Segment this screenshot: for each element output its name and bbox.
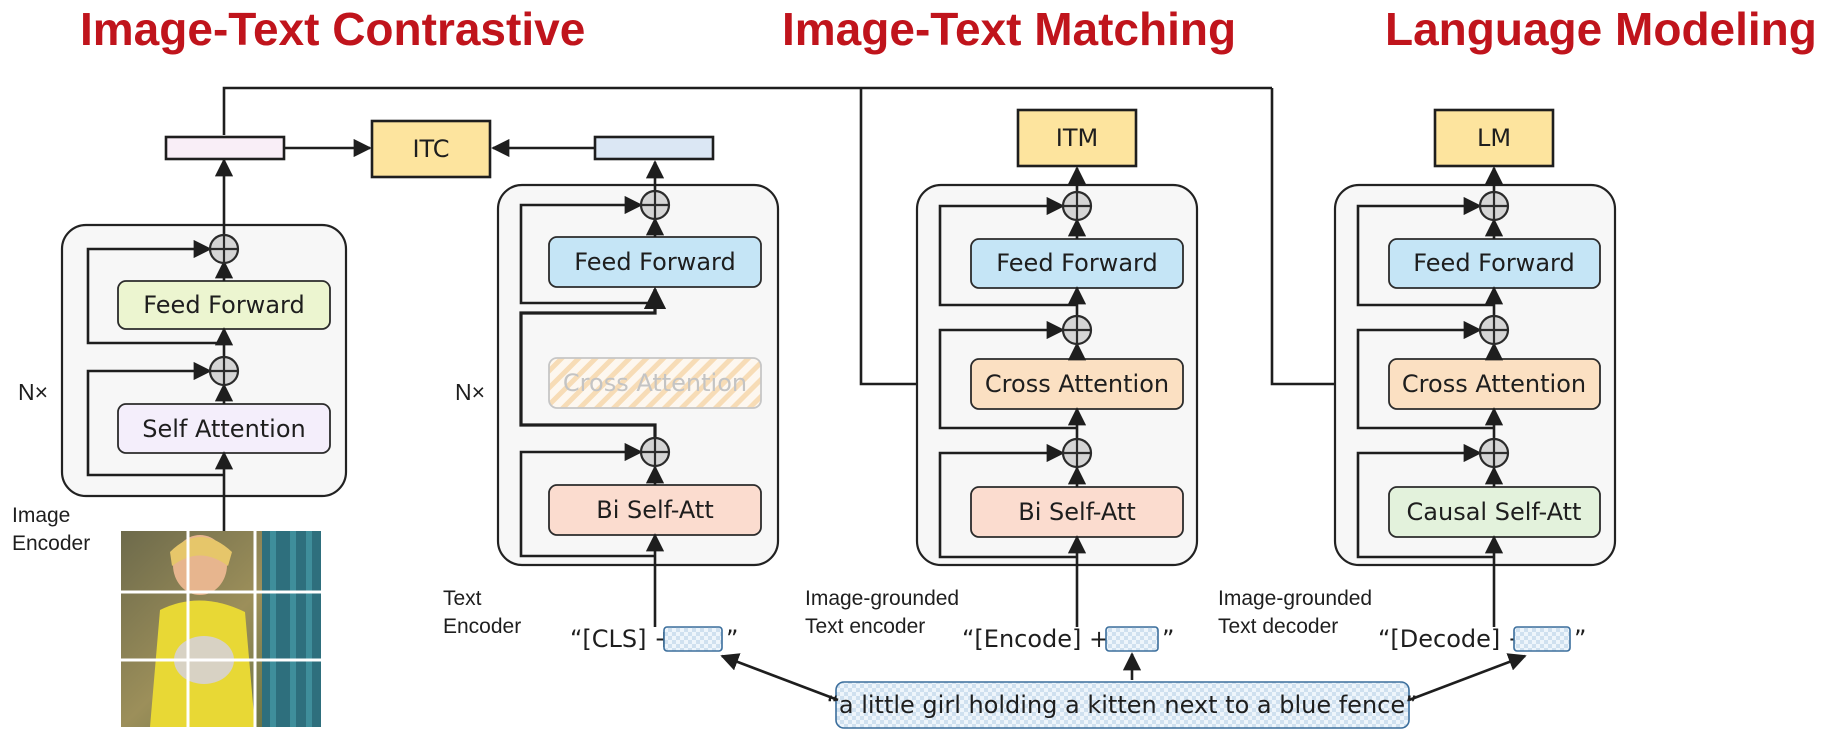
- grounded-decoder-feed-forward-label: Feed Forward: [1413, 249, 1574, 277]
- text-residual-1: [519, 442, 655, 558]
- caption-to-text-encoder-input: [720, 653, 839, 702]
- grounded-encoder-label-line1: Image-grounded: [805, 587, 959, 610]
- grounded-encoder-residual-3: [938, 196, 1077, 307]
- text-cross-attention-label: Cross Attention: [563, 369, 747, 397]
- text-skip-cross-attention: [519, 286, 667, 437]
- text-embedding-token: [593, 135, 715, 161]
- grounded-encoder-residual-2: [938, 320, 1077, 430]
- image-feed-forward-label: Feed Forward: [143, 291, 304, 319]
- image-embedding-token: [164, 135, 286, 161]
- grounded-encoder-cross-attention-label: Cross Attention: [985, 370, 1169, 398]
- grounded-encoder-add-node-2: [1061, 314, 1093, 346]
- grounded-decoder-add-node-1: [1478, 437, 1510, 469]
- grounded-decoder-residual-1: [1356, 443, 1494, 559]
- text-encoder-input-token-slot: [663, 626, 723, 652]
- text-add-node-1: [639, 436, 671, 468]
- image-self-attention-label: Self Attention: [142, 415, 306, 443]
- grounded-decoder-label-line2: Text decoder: [1218, 615, 1338, 638]
- grounded-decoder-input-prefix: “[Decode] +: [1378, 625, 1528, 653]
- grounded-encoder-label-line2: Text encoder: [805, 615, 925, 638]
- heading-image-text-contrastive: Image-Text Contrastive: [80, 3, 585, 55]
- text-encoder-label-line2: Encoder: [443, 615, 521, 638]
- grounded-encoder-feed-forward-label: Feed Forward: [996, 249, 1157, 277]
- itm-objective-box[interactable]: [1016, 108, 1138, 168]
- grounded-decoder-residual-2: [1356, 320, 1494, 430]
- text-bi-self-att-label: Bi Self-Att: [596, 496, 714, 524]
- grounded-decoder-add-node-2: [1478, 314, 1510, 346]
- itc-objective-label: ITC: [412, 135, 449, 163]
- grounded-decoder-residual-3: [1356, 196, 1494, 307]
- caption-box: [835, 681, 1410, 729]
- grounded-decoder-add-node-3: [1478, 190, 1510, 222]
- grounded-decoder-causal-self-att-label: Causal Self-Att: [1407, 498, 1582, 526]
- image-encoder-label-line2: Encoder: [12, 532, 90, 555]
- text-encoder-repeat-label: N×: [455, 379, 485, 405]
- image-add-node-1: [208, 355, 240, 387]
- lm-objective-box[interactable]: [1433, 108, 1555, 168]
- text-residual-2: [519, 195, 655, 305]
- image-encoder-repeat-label: N×: [18, 379, 48, 405]
- grounded-decoder-input-token-slot: [1513, 626, 1571, 652]
- grounded-decoder-input-suffix: ”: [1574, 625, 1586, 653]
- text-feed-forward-label: Feed Forward: [574, 248, 735, 276]
- grounded-encoder-residual-1: [938, 443, 1077, 559]
- image-encoder-label-line1: Image: [12, 504, 70, 527]
- text-encoder-input-prefix: “[CLS] +: [570, 625, 674, 653]
- grounded-encoder-add-node-1: [1061, 437, 1093, 469]
- grounded-decoder-label-line1: Image-grounded: [1218, 587, 1372, 610]
- grounded-decoder-cross-attention-label: Cross Attention: [1402, 370, 1586, 398]
- grounded-encoder-bi-self-att-label: Bi Self-Att: [1018, 498, 1136, 526]
- grounded-encoder-input-suffix: ”: [1162, 625, 1174, 653]
- text-encoder-label-line1: Text: [443, 587, 482, 610]
- image-residual-2: [86, 239, 224, 345]
- lm-objective-label: LM: [1477, 124, 1511, 152]
- grounded-encoder-add-node-3: [1061, 190, 1093, 222]
- heading-image-text-matching: Image-Text Matching: [782, 3, 1236, 55]
- text-cross-attention-block-disabled: [548, 357, 762, 409]
- caption-to-grounded-decoder-input: [1408, 653, 1527, 702]
- caption-text: “a little girl holding a kitten next to …: [826, 691, 1417, 719]
- image-add-node-2: [208, 233, 240, 265]
- grounded-encoder-input-token-slot: [1105, 626, 1159, 652]
- text-encoder-input-suffix: ”: [726, 625, 738, 653]
- grounded-encoder-input-prefix: “[Encode] +: [962, 625, 1109, 653]
- heading-language-modeling: Language Modeling: [1385, 3, 1817, 55]
- text-add-node-2: [639, 189, 671, 221]
- input-image-patches: [121, 531, 321, 727]
- itm-objective-label: ITM: [1056, 124, 1098, 152]
- image-residual-1: [86, 361, 224, 477]
- itc-objective-box[interactable]: [370, 119, 492, 179]
- image-embedding-bus: [222, 86, 1272, 135]
- image-encoder-stack: [60, 223, 348, 498]
